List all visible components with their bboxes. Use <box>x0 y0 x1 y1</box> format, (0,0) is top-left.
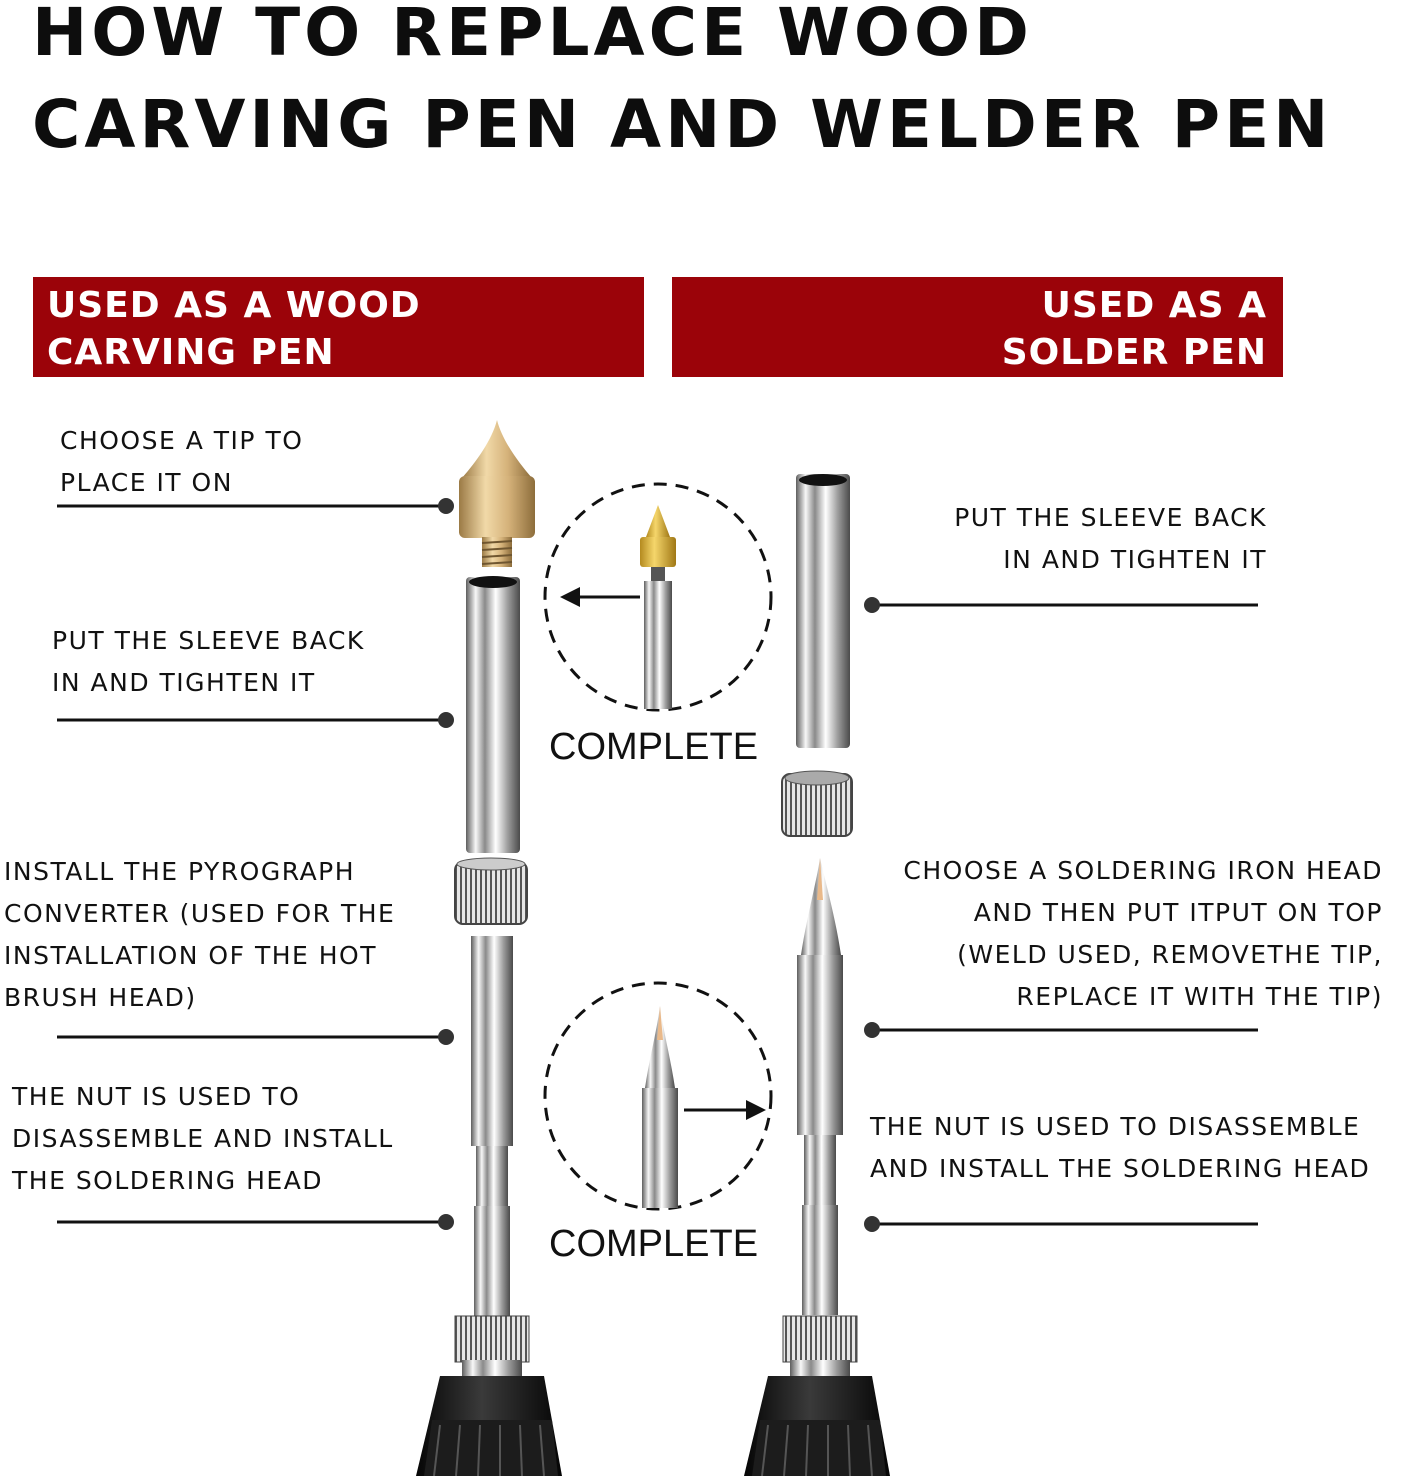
right-step-nut: THE NUT IS USED TO DISASSEMBLE AND INSTA… <box>870 1106 1370 1190</box>
solder-sleeve-icon <box>796 474 850 748</box>
banner-solder: USED AS A SOLDER PEN <box>672 277 1283 377</box>
banner-wood-carving-line-1: USED AS A WOOD <box>47 285 421 326</box>
left-step-nut: THE NUT IS USED TO DISASSEMBLE AND INSTA… <box>12 1076 394 1202</box>
right-step-sleeve: PUT THE SLEEVE BACK IN AND TIGHTEN IT <box>954 497 1267 581</box>
right-step-soldering-head: CHOOSE A SOLDERING IRON HEAD AND THEN PU… <box>903 850 1383 1018</box>
leader-lines-right <box>864 597 1258 1232</box>
right-step-3-line-1: THE NUT IS USED TO DISASSEMBLE <box>870 1112 1361 1141</box>
left-step-sleeve: PUT THE SLEEVE BACK IN AND TIGHTEN IT <box>52 620 365 704</box>
solder-shaft-icon <box>782 1135 858 1376</box>
inset-circle-solder <box>543 981 773 1211</box>
banner-wood-carving-line-2: CARVING PEN <box>47 332 335 373</box>
leader-lines-left <box>57 498 454 1230</box>
left-step-4-line-3: THE SOLDERING HEAD <box>12 1166 324 1195</box>
banner-solder-line-1: USED AS A <box>1041 285 1267 326</box>
right-step-2-line-3: (WELD USED, REMOVETHE TIP, <box>957 940 1383 969</box>
complete-label-bottom: COMPLETE <box>549 1223 759 1265</box>
left-step-converter: INSTALL THE PYROGRAPH CONVERTER (USED FO… <box>4 851 395 1019</box>
banner-solder-line-2: SOLDER PEN <box>1001 332 1267 373</box>
arrow-left-icon <box>560 587 640 607</box>
pen-handle-icon <box>416 1376 562 1476</box>
right-step-2-line-2: AND THEN PUT ITPUT ON TOP <box>973 898 1383 927</box>
left-step-1-line-1: CHOOSE A TIP TO <box>60 426 304 455</box>
right-step-2-line-1: CHOOSE A SOLDERING IRON HEAD <box>903 856 1383 885</box>
soldering-tip-icon <box>797 858 843 1135</box>
inset-circle-carving <box>543 482 773 712</box>
sleeve-icon <box>466 576 520 853</box>
left-step-3-line-3: INSTALLATION OF THE HOT <box>4 941 378 970</box>
left-step-2-line-1: PUT THE SLEEVE BACK <box>52 626 365 655</box>
wood-carving-tip-icon <box>459 420 535 567</box>
converter-nut-icon <box>454 857 528 925</box>
right-step-3-line-2: AND INSTALL THE SOLDERING HEAD <box>870 1154 1371 1183</box>
arrow-right-icon <box>684 1100 766 1120</box>
left-step-2-line-2: IN AND TIGHTEN IT <box>52 668 316 697</box>
right-step-1-line-1: PUT THE SLEEVE BACK <box>954 503 1267 532</box>
left-step-4-line-2: DISASSEMBLE AND INSTALL <box>12 1124 394 1153</box>
page-title-line-2: CARVING PEN AND WELDER PEN <box>32 86 1333 163</box>
left-step-1-line-2: PLACE IT ON <box>60 468 233 497</box>
left-step-choose-tip: CHOOSE A TIP TO PLACE IT ON <box>60 420 303 504</box>
left-step-3-line-1: INSTALL THE PYROGRAPH <box>4 857 356 886</box>
left-step-3-line-2: CONVERTER (USED FOR THE <box>4 899 396 928</box>
right-step-2-line-4: REPLACE IT WITH THE TIP) <box>1016 982 1383 1011</box>
left-step-4-line-1: THE NUT IS USED TO <box>12 1082 301 1111</box>
page-title-line-1: HOW TO REPLACE WOOD <box>32 0 1033 71</box>
left-step-3-line-4: BRUSH HEAD) <box>4 983 197 1012</box>
right-step-1-line-2: IN AND TIGHTEN IT <box>1003 545 1267 574</box>
banner-wood-carving: USED AS A WOOD CARVING PEN <box>33 277 644 377</box>
pen-shaft-icon <box>454 936 530 1376</box>
solder-handle-icon <box>744 1376 890 1476</box>
solder-nut-icon <box>781 770 853 837</box>
complete-label-top: COMPLETE <box>549 726 759 768</box>
